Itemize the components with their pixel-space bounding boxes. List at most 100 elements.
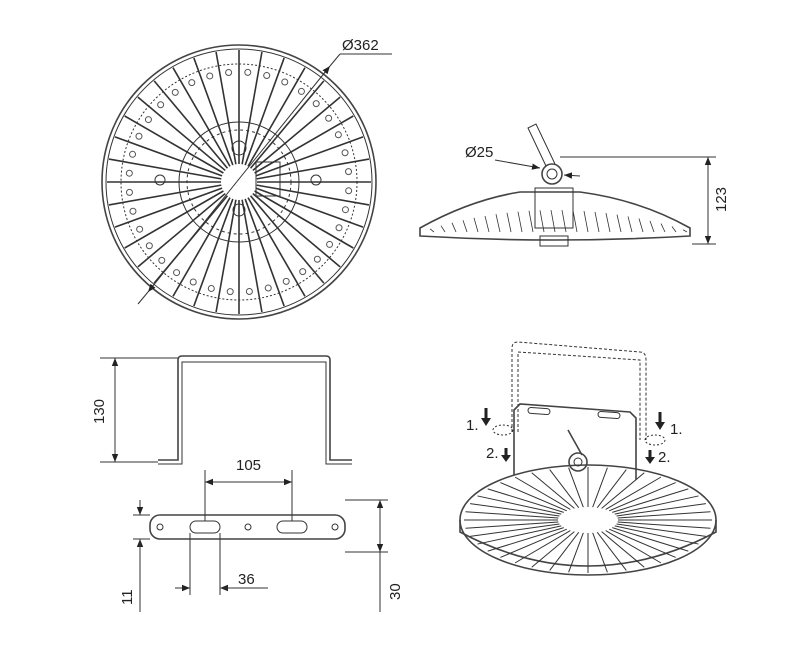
side-fin: [495, 214, 501, 233]
fin: [477, 495, 562, 515]
fin: [549, 469, 580, 508]
mount-hole: [207, 284, 215, 292]
side-fin: [429, 228, 435, 233]
fin: [487, 488, 564, 513]
fin: [500, 528, 567, 558]
slot-spacing-label: 105: [236, 457, 261, 474]
mount-hole: [206, 72, 214, 80]
mount-hole: [345, 168, 353, 176]
mount-hole: [326, 240, 334, 248]
fin: [531, 531, 575, 568]
side-fin: [671, 226, 677, 233]
fin: [487, 527, 564, 552]
mount-hole: [312, 100, 320, 108]
fin: [465, 511, 559, 519]
thickness-label: 11: [119, 589, 136, 605]
mount-hole: [129, 207, 137, 215]
mount-hole: [264, 284, 272, 292]
fin: [612, 488, 689, 513]
mount-hole: [157, 101, 165, 109]
diameter-label: Ø362: [342, 37, 379, 54]
mounting-bracket: [513, 403, 637, 480]
mount-hole: [189, 278, 197, 286]
mount-hole: [282, 277, 290, 285]
fin: [592, 532, 608, 573]
mount-hole: [299, 268, 307, 276]
mount-hole: [188, 79, 196, 87]
fin: [568, 467, 584, 508]
mount-hole: [145, 242, 153, 250]
mount-hole: [125, 169, 133, 177]
side-fin: [638, 218, 644, 233]
mount-hole: [125, 188, 133, 196]
mount-hole: [297, 87, 305, 95]
mount-hole: [226, 288, 234, 296]
fin: [605, 476, 662, 510]
fin: [609, 482, 676, 512]
side-fin: [473, 217, 479, 233]
fin: [617, 521, 711, 529]
fin: [592, 467, 608, 508]
step2-label-left: 2.: [486, 445, 499, 462]
mount-hole: [341, 206, 349, 214]
fin: [549, 532, 580, 571]
side-fin: [462, 220, 468, 233]
slot-length-label: 36: [238, 571, 255, 588]
plate-width-label: 30: [387, 583, 404, 600]
fin: [614, 495, 699, 515]
mount-hole: [281, 78, 289, 86]
fin: [568, 532, 584, 573]
bracket-plate-view: 105 11 36 30: [119, 457, 404, 612]
side-fin: [616, 214, 622, 233]
mount-hole: [244, 68, 252, 76]
fin: [514, 476, 571, 510]
fin: [601, 472, 645, 509]
fin: [617, 511, 711, 519]
fin: [596, 469, 627, 508]
side-fin: [539, 210, 545, 233]
side-fin: [660, 223, 666, 233]
fin: [609, 528, 676, 558]
mount-hole: [129, 150, 137, 158]
side-fin: [484, 215, 490, 233]
bracket-height-label: 130: [91, 399, 108, 424]
fin: [477, 525, 562, 545]
side-fin: [594, 211, 600, 233]
mount-hole: [144, 116, 152, 124]
side-fin: [682, 229, 688, 233]
mount-hole: [225, 68, 233, 76]
top-view: Ø362: [101, 37, 392, 320]
fin: [531, 472, 575, 509]
mount-hole: [263, 72, 271, 80]
side-fin: [605, 213, 611, 233]
perspective-fins: [464, 467, 712, 573]
diameter-dimension-line: [147, 65, 331, 293]
mount-hole: [245, 288, 253, 296]
mount-hole: [135, 132, 143, 140]
side-fin: [440, 225, 446, 233]
fin: [605, 530, 662, 564]
heat-sink-fins: [107, 50, 371, 314]
step1-label-right: 1.: [670, 421, 683, 438]
side-fins: [429, 209, 688, 233]
eyebolt: [541, 163, 563, 185]
bracket-side-view: 130: [91, 355, 352, 465]
fin: [500, 482, 567, 512]
fin: [616, 523, 706, 537]
height-label: 123: [713, 187, 730, 212]
fin: [601, 531, 645, 568]
step2-label-right: 2.: [658, 449, 671, 466]
mount-hole: [158, 256, 166, 264]
side-fin: [528, 210, 534, 233]
side-fin: [572, 210, 578, 233]
mount-hole: [341, 149, 349, 157]
mount-hole: [171, 88, 179, 96]
side-fin: [627, 216, 633, 233]
side-fin: [583, 210, 589, 233]
side-view: Ø25 123: [419, 123, 730, 247]
fin: [614, 525, 699, 545]
installation-view: 1. 1. 2. 2.: [459, 341, 717, 576]
side-fin: [561, 209, 567, 233]
fin: [465, 521, 559, 529]
